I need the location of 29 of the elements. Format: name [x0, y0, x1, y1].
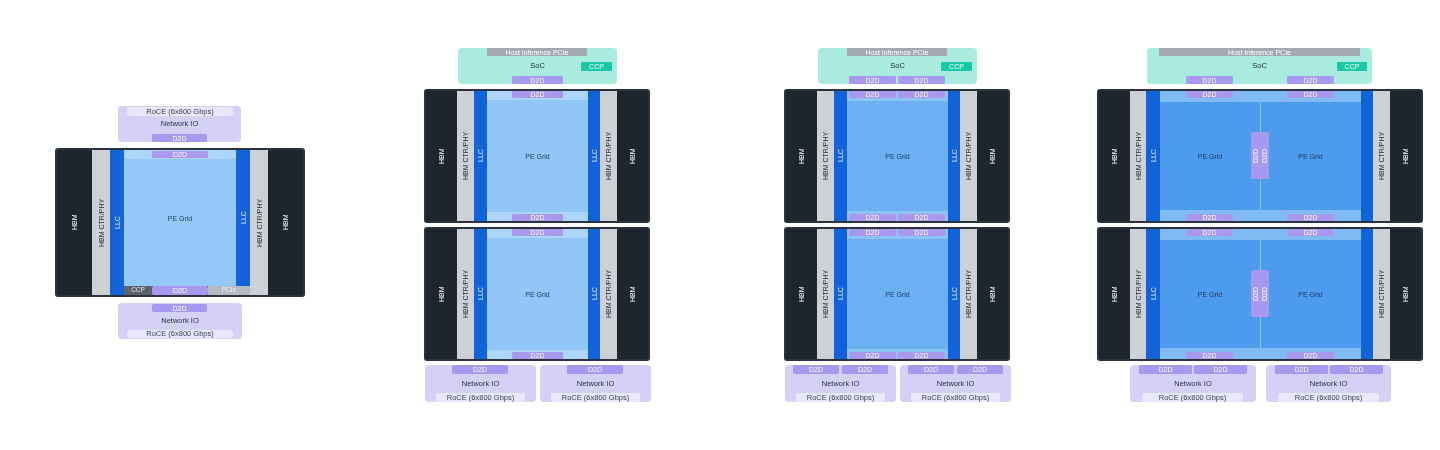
interface-chiplet [118, 303, 242, 339]
interface-chiplet [785, 365, 896, 402]
compute-die [784, 227, 1010, 361]
compute-die [784, 89, 1010, 223]
interface-chiplet [1130, 365, 1256, 402]
compute-grid-area [847, 229, 948, 359]
compute-grid-area [487, 91, 588, 221]
compute-grid-area [1260, 91, 1361, 221]
interface-chiplet [540, 365, 651, 402]
compute-die [424, 227, 650, 361]
compute-grid-area [1160, 91, 1260, 221]
compute-grid-area [847, 91, 948, 221]
cache-column [1361, 91, 1373, 221]
compute-die [1097, 89, 1423, 223]
interface-chiplet [1266, 365, 1391, 402]
soc-chiplet [1147, 48, 1372, 84]
compute-grid-area [124, 150, 236, 286]
compute-grid-area [1160, 229, 1260, 359]
interface-chiplet [900, 365, 1011, 402]
interface-chiplet [118, 106, 241, 142]
compute-die [55, 148, 305, 297]
compute-die [424, 89, 650, 223]
compute-grid-area [487, 229, 588, 359]
compute-grid-area [1260, 229, 1361, 359]
interface-chiplet [425, 365, 536, 402]
soc-chiplet [818, 48, 977, 84]
soc-chiplet [458, 48, 617, 84]
compute-die [1097, 227, 1423, 361]
cache-column [1361, 229, 1373, 359]
